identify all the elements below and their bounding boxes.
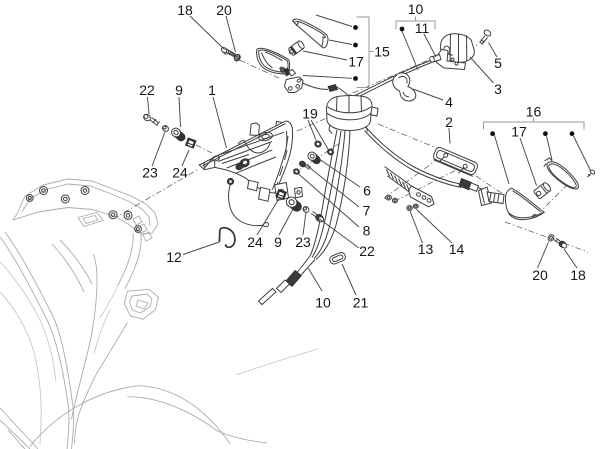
svg-text:1: 1 xyxy=(208,82,216,98)
svg-text:8: 8 xyxy=(363,223,371,239)
svg-text:15: 15 xyxy=(374,44,390,60)
svg-text:16: 16 xyxy=(526,104,542,120)
svg-text:24: 24 xyxy=(247,234,263,250)
svg-text:4: 4 xyxy=(445,94,453,110)
svg-text:20: 20 xyxy=(216,2,232,18)
svg-text:13: 13 xyxy=(418,241,434,257)
svg-text:21: 21 xyxy=(353,295,369,311)
svg-text:9: 9 xyxy=(274,234,282,250)
svg-text:6: 6 xyxy=(363,183,371,199)
svg-text:23: 23 xyxy=(142,165,158,181)
svg-text:19: 19 xyxy=(302,106,318,122)
svg-text:9: 9 xyxy=(175,82,183,98)
svg-text:3: 3 xyxy=(494,81,502,97)
svg-text:18: 18 xyxy=(570,267,586,283)
svg-text:10: 10 xyxy=(408,1,424,17)
svg-text:24: 24 xyxy=(172,165,188,181)
svg-text:14: 14 xyxy=(449,241,465,257)
svg-text:17: 17 xyxy=(348,54,364,70)
svg-text:20: 20 xyxy=(532,267,548,283)
svg-text:23: 23 xyxy=(295,234,311,250)
svg-text:18: 18 xyxy=(177,2,193,18)
svg-text:12: 12 xyxy=(166,249,182,265)
svg-text:2: 2 xyxy=(445,114,453,130)
svg-text:7: 7 xyxy=(363,203,371,219)
svg-text:22: 22 xyxy=(359,243,375,259)
svg-text:5: 5 xyxy=(494,55,502,71)
svg-text:11: 11 xyxy=(415,20,430,36)
svg-text:10: 10 xyxy=(315,295,331,311)
svg-text:17: 17 xyxy=(511,124,527,140)
svg-text:22: 22 xyxy=(139,82,155,98)
